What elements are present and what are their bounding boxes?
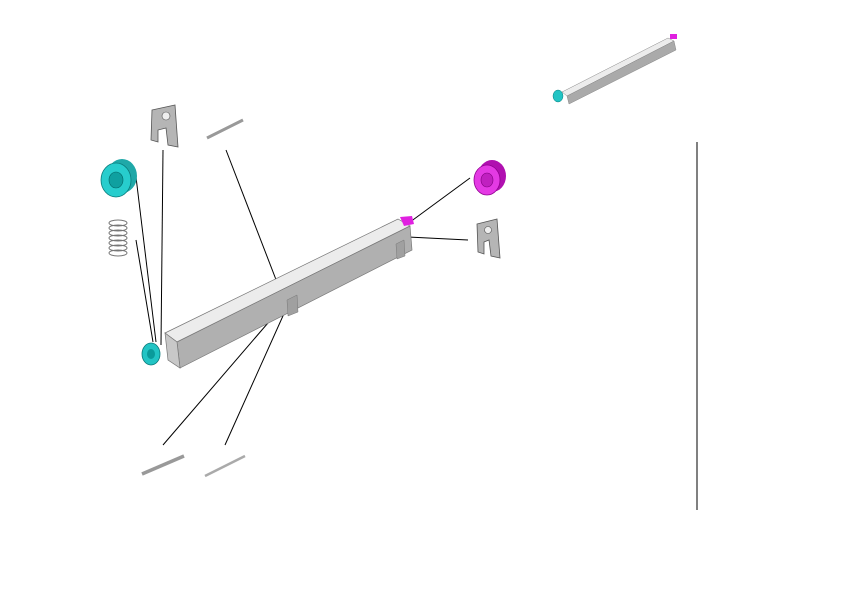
leader-line-bracket-left bbox=[160, 149, 164, 346]
pin-icon bbox=[206, 118, 244, 140]
bushing-icon bbox=[100, 159, 137, 198]
leader-lines bbox=[135, 142, 698, 510]
leader-line-pin-lower bbox=[224, 297, 292, 446]
spring-icon bbox=[108, 219, 128, 257]
leader-line-bushing-right bbox=[405, 177, 471, 226]
strip-icon bbox=[141, 454, 185, 476]
leader-line-pin bbox=[225, 149, 281, 291]
bushing-icon bbox=[473, 160, 506, 196]
leader-line-bracket-right bbox=[407, 236, 469, 241]
pin-icon bbox=[204, 454, 246, 478]
bushing-right-mounted bbox=[400, 216, 414, 226]
leader-line-spring bbox=[135, 239, 154, 343]
bracket-icon bbox=[150, 104, 179, 148]
assembly-thumbnail bbox=[552, 34, 677, 105]
bracket-icon bbox=[476, 218, 501, 259]
leader-line-bushing bbox=[135, 176, 157, 343]
housing-bar-icon bbox=[141, 216, 414, 369]
